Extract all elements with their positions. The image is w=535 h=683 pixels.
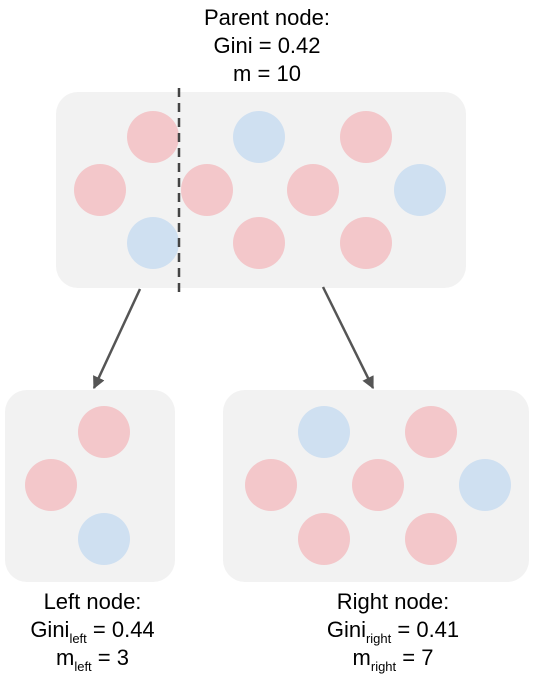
arrow-to-left-node bbox=[92, 288, 142, 390]
parent-node-label: Parent node: Gini = 0.42 m = 10 bbox=[167, 4, 367, 88]
red-sample-circle bbox=[298, 513, 350, 565]
blue-sample-circle bbox=[78, 513, 130, 565]
parent-gini-line: Gini = 0.42 bbox=[167, 32, 367, 60]
red-sample-circle bbox=[245, 459, 297, 511]
parent-gini-value: 0.42 bbox=[277, 33, 321, 58]
red-sample-circle bbox=[78, 406, 130, 458]
left-node-box bbox=[5, 390, 175, 582]
left-node-title: Left node: bbox=[43, 589, 142, 614]
parent-node-title: Parent node: bbox=[204, 5, 330, 30]
right-gini-line: Giniright = 0.41 bbox=[286, 616, 500, 646]
red-sample-circle bbox=[352, 459, 404, 511]
parent-m-prefix: m = bbox=[233, 61, 277, 86]
blue-sample-circle bbox=[459, 459, 511, 511]
red-sample-circle bbox=[287, 164, 339, 216]
left-gini-line: Ginileft = 0.44 bbox=[0, 616, 185, 646]
left-m-base: m bbox=[56, 645, 75, 670]
left-gini-subscript: left bbox=[69, 631, 87, 646]
blue-sample-circle bbox=[298, 406, 350, 458]
red-sample-circle bbox=[181, 164, 233, 216]
left-node-label: Left node: Ginileft = 0.44 mleft = 3 bbox=[0, 588, 185, 674]
parent-m-line: m = 10 bbox=[167, 60, 367, 88]
parent-node-samples bbox=[74, 111, 446, 269]
right-gini-subscript: right bbox=[365, 631, 392, 646]
red-sample-circle bbox=[340, 111, 392, 163]
parent-gini-prefix: Gini = bbox=[213, 33, 278, 58]
right-node-samples bbox=[245, 406, 511, 565]
red-sample-circle bbox=[127, 111, 179, 163]
left-m-line: mleft = 3 bbox=[0, 644, 185, 674]
right-node-title: Right node: bbox=[336, 589, 450, 614]
left-node-samples bbox=[25, 406, 130, 565]
right-gini-base: Gini bbox=[326, 617, 366, 642]
right-m-base: m bbox=[352, 645, 371, 670]
right-node-label: Right node: Giniright = 0.41 mright = 7 bbox=[286, 588, 500, 674]
blue-sample-circle bbox=[233, 111, 285, 163]
right-m-value: = 7 bbox=[396, 645, 434, 670]
right-m-subscript: right bbox=[370, 659, 397, 674]
parent-m-value: 10 bbox=[276, 61, 301, 86]
red-sample-circle bbox=[405, 513, 457, 565]
red-sample-circle bbox=[340, 217, 392, 269]
right-m-line: mright = 7 bbox=[286, 644, 500, 674]
left-gini-value: = 0.44 bbox=[86, 617, 155, 642]
left-m-value: = 3 bbox=[91, 645, 129, 670]
left-m-subscript: left bbox=[74, 659, 92, 674]
arrow-to-right-node bbox=[321, 286, 375, 390]
blue-sample-circle bbox=[394, 164, 446, 216]
blue-sample-circle bbox=[127, 217, 179, 269]
left-gini-base: Gini bbox=[30, 617, 70, 642]
red-sample-circle bbox=[74, 164, 126, 216]
red-sample-circle bbox=[25, 459, 77, 511]
red-sample-circle bbox=[405, 406, 457, 458]
right-gini-value: = 0.41 bbox=[391, 617, 460, 642]
red-sample-circle bbox=[233, 217, 285, 269]
